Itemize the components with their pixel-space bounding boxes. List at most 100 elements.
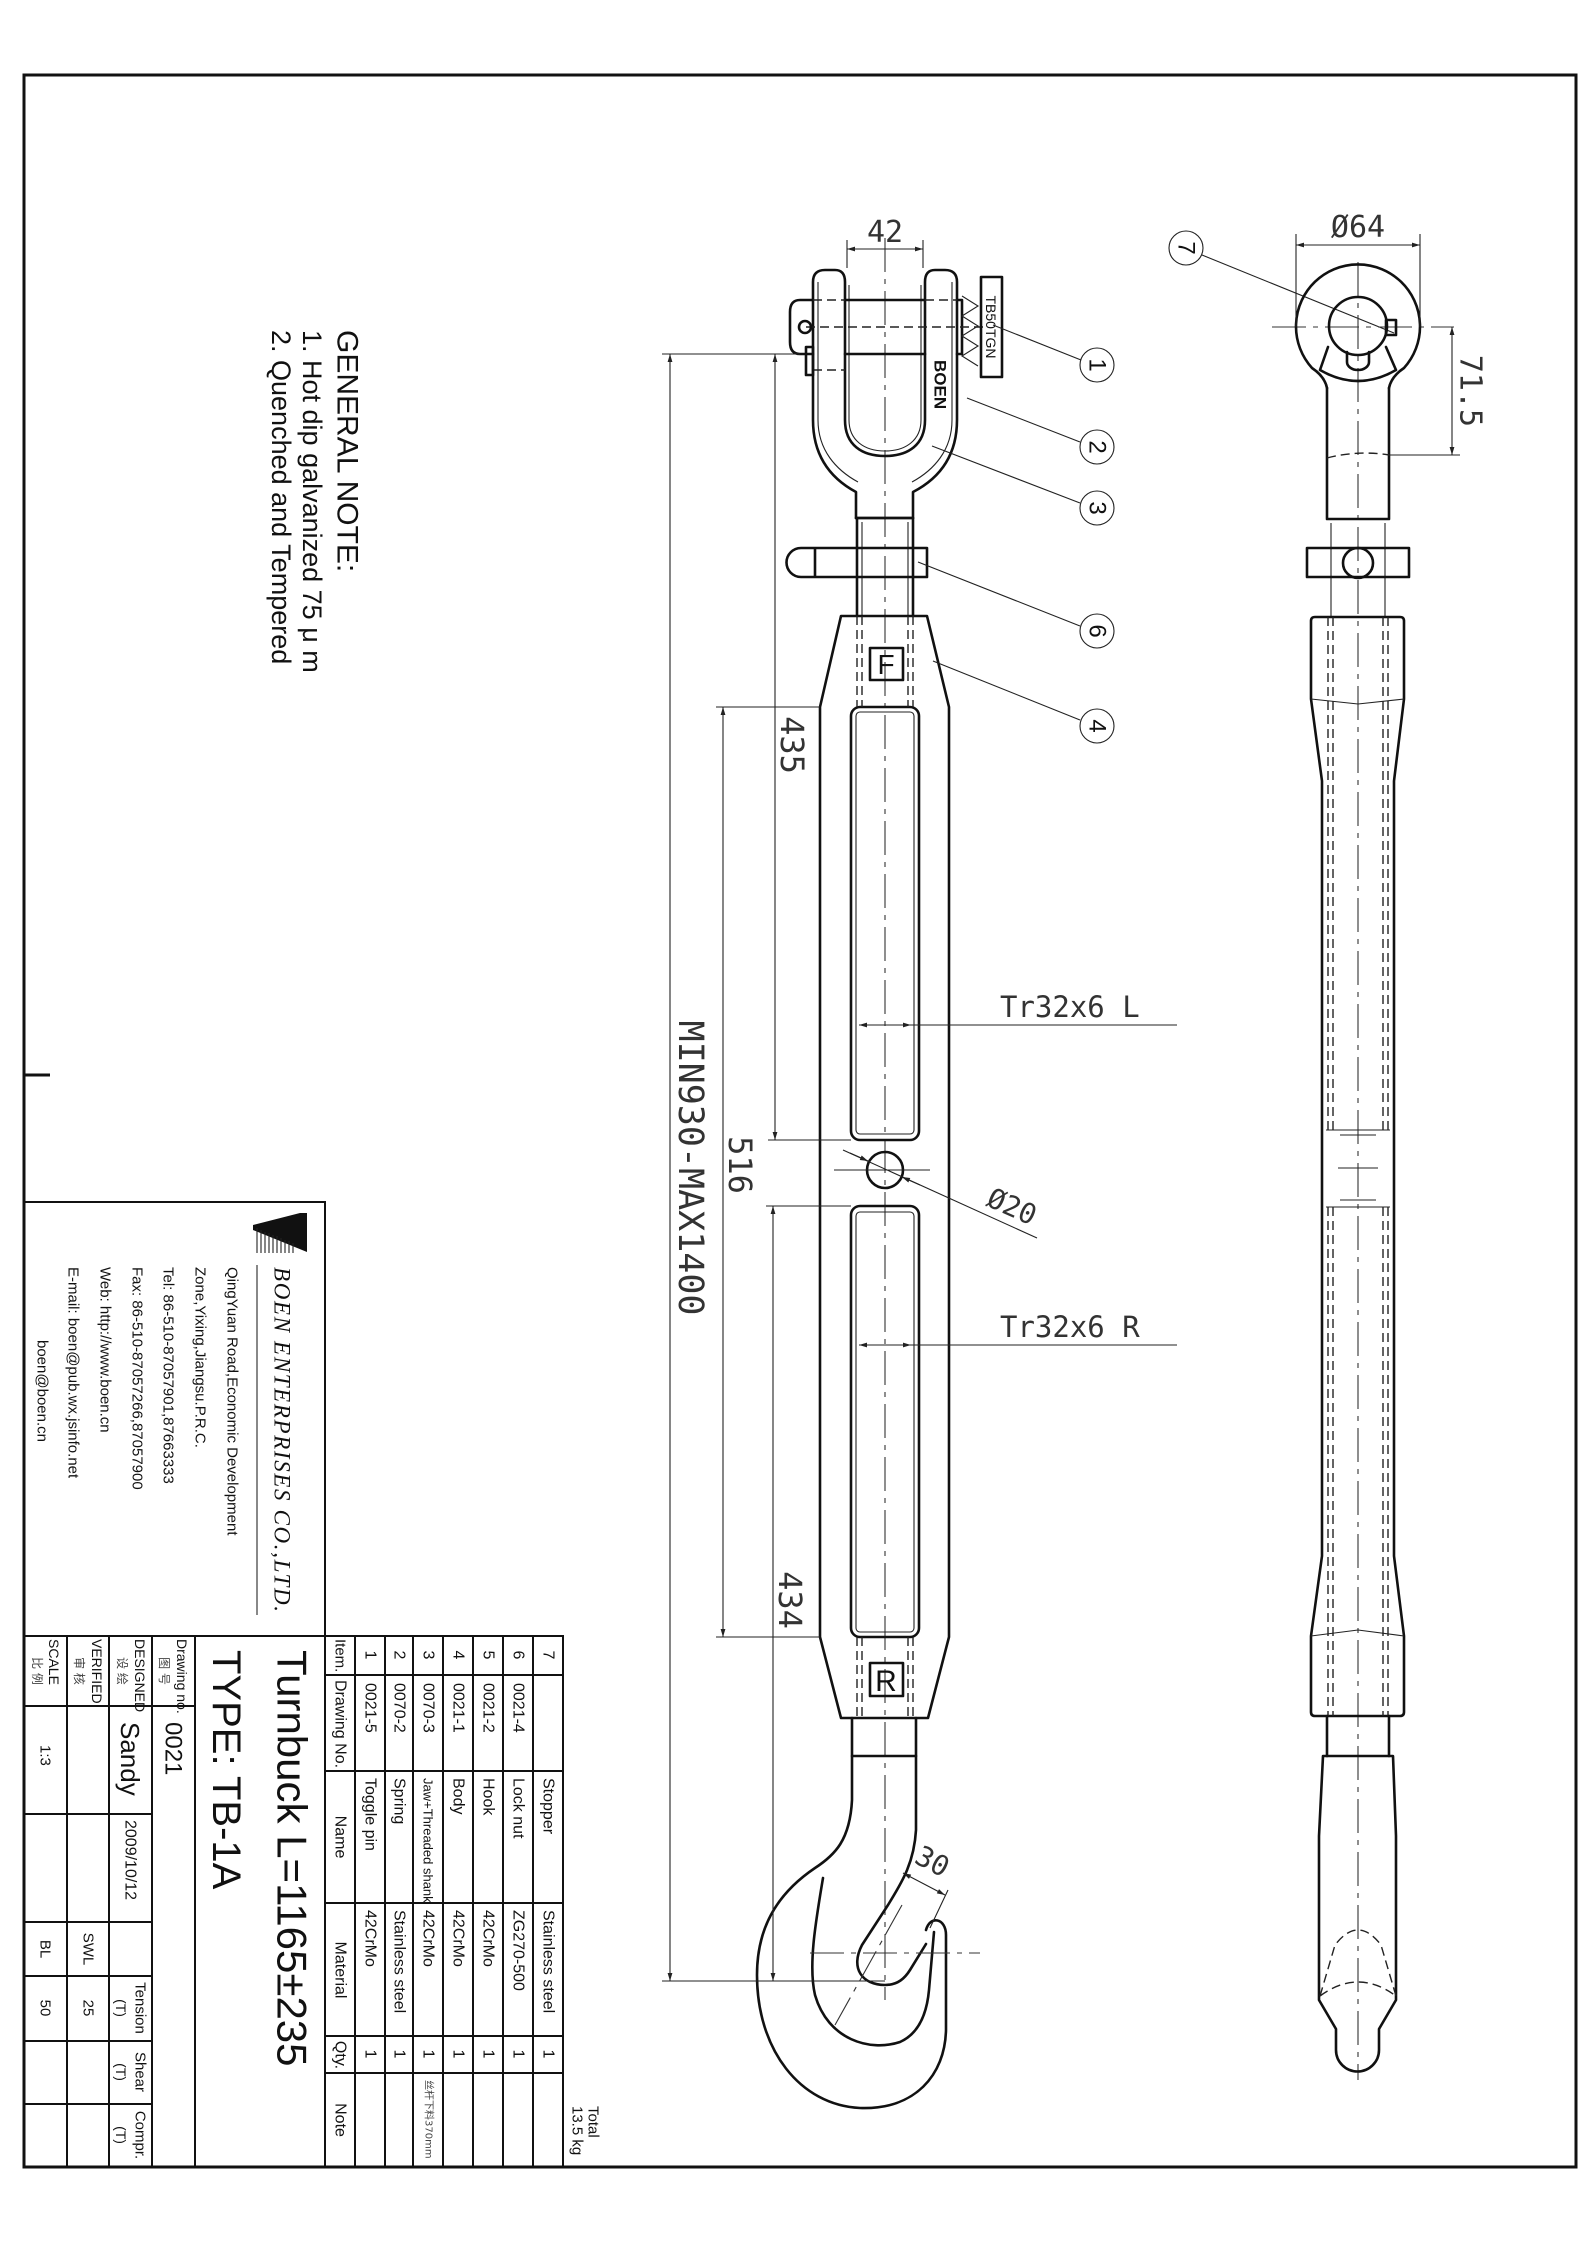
title-block-grid xyxy=(66,1636,534,2167)
designer-name: Sandy xyxy=(115,1722,145,1796)
dim-jaw-width: 42 xyxy=(867,215,903,250)
header-name: Name xyxy=(332,1816,349,1859)
tension-label: Tension xyxy=(132,1982,149,2034)
compr-unit: (T) xyxy=(113,2126,129,2144)
toggle-pin xyxy=(788,298,964,356)
cell-drawing-no: 0021-2 xyxy=(480,1683,497,1733)
cell-item: 5 xyxy=(480,1651,497,1660)
tension-unit: (T) xyxy=(113,1999,129,2017)
drawing-no-value: 0021 xyxy=(160,1722,187,1775)
dim-thread-left: Tr32x6 L xyxy=(1000,990,1140,1024)
header-drawing-no: Drawing No. xyxy=(332,1680,349,1768)
sheet-frame xyxy=(22,73,1578,2169)
body-outline xyxy=(818,614,951,1720)
cell-material: 42CrMo xyxy=(480,1910,497,1967)
leader-line xyxy=(917,561,1081,627)
spring xyxy=(960,295,980,367)
body-window-lower-inner xyxy=(855,1211,915,1633)
side-stopper-hole xyxy=(1341,546,1375,580)
cell-material: Stainless steel xyxy=(540,1910,557,2013)
cell-name: Lock nut xyxy=(510,1778,527,1839)
company-email: E-mail: boen@pub.wx.jsinfo.net xyxy=(65,1267,82,1479)
total-weight: 13.5 kg xyxy=(569,2106,586,2155)
cotter-pin xyxy=(804,345,815,377)
cell-name: Stopper xyxy=(540,1778,557,1835)
cotter-hole xyxy=(797,319,813,335)
mark-box-right xyxy=(868,1661,905,1698)
eye-dim-arc xyxy=(1326,452,1390,459)
cell-item: 1 xyxy=(362,1651,379,1660)
total-label: Total xyxy=(585,2106,602,2138)
side-hook-outline xyxy=(1317,1754,1398,2073)
company-logo xyxy=(253,1213,307,1253)
eye-outline xyxy=(1294,263,1422,390)
leader-line xyxy=(966,397,1081,443)
balloon-item-7: 7 xyxy=(1168,230,1204,266)
hook-collar xyxy=(850,1716,918,1758)
dim-line-throat xyxy=(902,1872,946,1896)
company-name: BOEN ENTERPRISES CO.,LTD. xyxy=(270,1267,295,1612)
eye-pin-key xyxy=(1384,318,1398,337)
jaw-outline xyxy=(811,268,959,520)
shear-label: Shear xyxy=(132,2052,149,2092)
cell-qty: 1 xyxy=(450,2050,467,2059)
balloon-item-2: 2 xyxy=(1079,429,1115,465)
eye-pin-clip xyxy=(1318,345,1398,383)
company-box: BOEN ENTERPRISES CO.,LTD. QingYuan Road,… xyxy=(23,1201,326,1637)
side-body-gap xyxy=(1326,1129,1390,1208)
body-window-lower xyxy=(849,1204,921,1639)
mark-left-hand: F xyxy=(877,649,894,680)
cell-name: Body xyxy=(450,1778,467,1814)
designed-label-cn: 设 绘 xyxy=(115,1657,130,1685)
brand-mark: BOEN xyxy=(931,360,950,409)
side-hook-collar xyxy=(1325,1714,1391,1758)
general-note-title: GENERAL NOTE: xyxy=(331,330,364,572)
mark-right-hand: R xyxy=(875,1665,897,1698)
dim-body-window: 516 xyxy=(721,1136,759,1194)
dim-upper-length: 435 xyxy=(773,716,811,774)
company-tel: Tel: 86-510-87057901,87663333 xyxy=(160,1267,177,1484)
cell-qty: 1 xyxy=(480,2050,497,2059)
company-email-2: boen@boen.cn xyxy=(34,1340,51,1442)
leader-line xyxy=(992,324,1082,361)
dim-eye-diameter: Ø64 xyxy=(1331,210,1385,245)
hook-bowl xyxy=(810,1876,936,2047)
cell-name: Jaw+Threaded shank xyxy=(421,1778,436,1903)
hole-arrow xyxy=(849,1152,869,1162)
info-grid xyxy=(24,1705,195,2105)
dim-overall-length: MIN930-MAX1400 xyxy=(670,1020,710,1315)
company-fax: Fax: 86-510-87057266,87057900 xyxy=(129,1267,146,1490)
side-hook-hidden xyxy=(1319,1929,1397,1997)
header-material: Material xyxy=(332,1942,349,1999)
parts-table-header: Item. Drawing No. Name Material Qty. Not… xyxy=(332,1639,349,2137)
header-note: Note xyxy=(332,2103,349,2137)
cell-name: Hook xyxy=(480,1778,497,1816)
tag-plate xyxy=(979,275,1004,379)
swl-label: SWL xyxy=(80,1933,97,1966)
cell-drawing-no: 0070-2 xyxy=(391,1683,408,1733)
scale-label: SCALE xyxy=(46,1639,62,1685)
side-view xyxy=(1272,262,1454,2080)
body-window-upper xyxy=(849,705,921,1142)
threaded-shank xyxy=(855,516,915,618)
front-view: TB50TGN BOEN F R xyxy=(755,238,1004,2110)
company-address: Zone,Yixing,Jiangsu.P.R.C. xyxy=(192,1267,209,1448)
scale-value: 1:3 xyxy=(37,1745,54,1766)
side-body-outline xyxy=(1309,615,1406,1718)
drawing-no-label-cn: 图 号 xyxy=(157,1657,171,1685)
cell-name: Toggle pin xyxy=(362,1778,379,1851)
side-shank xyxy=(1325,386,1391,521)
design-date: 2009/10/12 xyxy=(122,1820,139,1900)
side-view-dimensions: Ø64 71.5 xyxy=(1295,210,1488,456)
jaw-inner-line xyxy=(817,282,953,483)
dim-eye-offset: 71.5 xyxy=(1453,355,1488,427)
cell-material: 42CrMo xyxy=(420,1910,437,1967)
general-note: GENERAL NOTE: 1. Hot dip galvanized 75 μ… xyxy=(266,330,364,673)
cell-item: 7 xyxy=(540,1651,557,1660)
dim-lower-length: 434 xyxy=(771,1571,809,1629)
